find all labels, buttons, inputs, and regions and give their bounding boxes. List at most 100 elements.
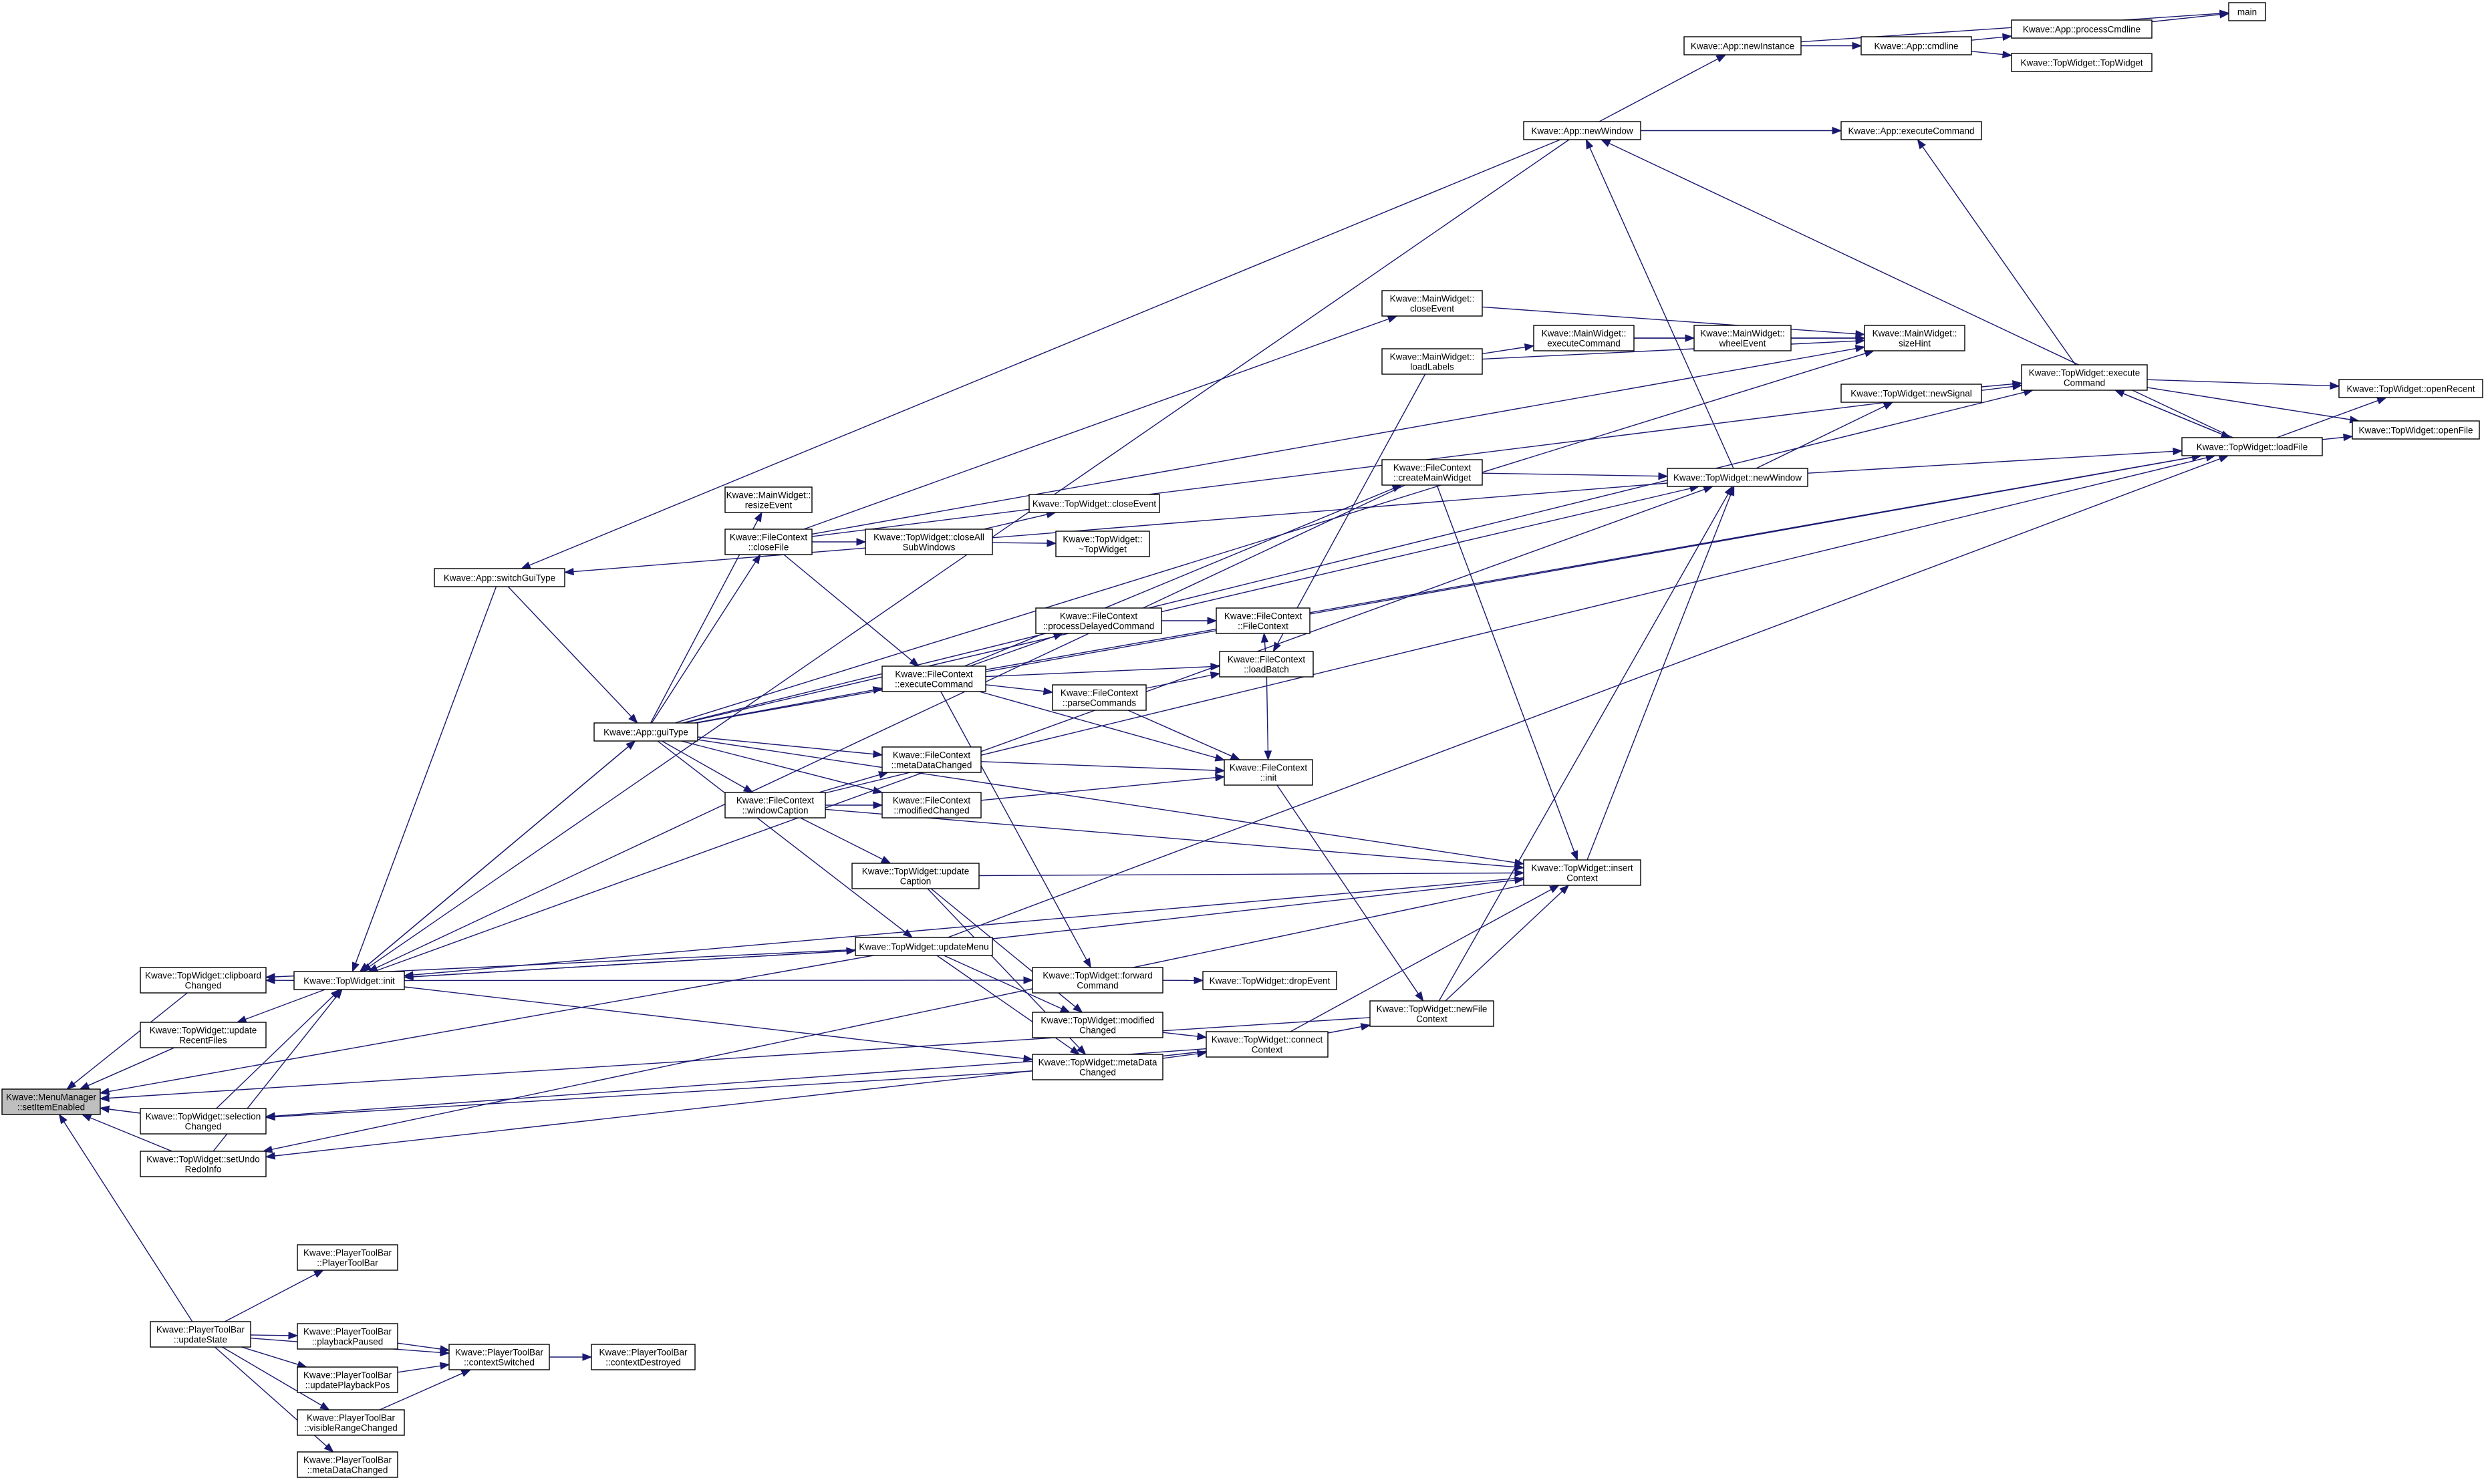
- node-fc-ctor[interactable]: Kwave::FileContext::FileContext: [1216, 607, 1310, 634]
- node-label: ::modifiedChanged: [893, 806, 969, 816]
- node-app-executeCommand[interactable]: Kwave::App::executeCommand: [1840, 121, 1982, 140]
- node-fc-closeFile[interactable]: Kwave::FileContext::closeFile: [724, 529, 813, 555]
- node-fc-modifiedChanged[interactable]: Kwave::FileContext::modifiedChanged: [881, 792, 982, 819]
- node-fc-processDelayedCommand[interactable]: Kwave::FileContext::processDelayedComman…: [1035, 607, 1162, 634]
- node-app-newWindow[interactable]: Kwave::App::newWindow: [1523, 121, 1641, 140]
- node-fc-init[interactable]: Kwave::FileContext::init: [1224, 759, 1313, 786]
- node-ptb-metaDataChanged[interactable]: Kwave::PlayerToolBar::metaDataChanged: [297, 1451, 398, 1478]
- node-tw-dropEvent[interactable]: Kwave::TopWidget::dropEvent: [1202, 971, 1337, 990]
- edge-tw_metaDataChanged-to-tw_connectContext: [1162, 1050, 1208, 1059]
- node-mw-executeCommand[interactable]: Kwave::MainWidget::executeCommand: [1533, 325, 1635, 351]
- node-tw-metaDataChanged[interactable]: Kwave::TopWidget::metaDataChanged: [1032, 1054, 1163, 1080]
- node-box: [855, 937, 993, 956]
- node-box: [1667, 468, 1808, 487]
- node-fc-metaDataChanged[interactable]: Kwave::FileContext::metaDataChanged: [881, 746, 982, 773]
- edge-updateRecentFiles-to-setItemEnabled: [79, 1047, 175, 1090]
- node-mw-loadLabels[interactable]: Kwave::MainWidget::loadLabels: [1381, 348, 1483, 375]
- node-fc-windowCaption[interactable]: Kwave::FileContext::windowCaption: [724, 792, 826, 819]
- edge-fc_executeCommand-to-fc_parseCommands: [985, 684, 1054, 696]
- node-main[interactable]: main: [2228, 2, 2266, 21]
- node-ptb-ctor[interactable]: Kwave::PlayerToolBar::PlayerToolBar: [297, 1244, 398, 1271]
- node-ptb-updatePlaybackPos[interactable]: Kwave::PlayerToolBar::updatePlaybackPos: [297, 1366, 398, 1393]
- node-tw-closeEvent[interactable]: Kwave::TopWidget::closeEvent: [1028, 494, 1160, 513]
- node-label: SubWindows: [903, 543, 956, 553]
- node-fc-parseCommands[interactable]: Kwave::FileContext::parseCommands: [1052, 684, 1147, 711]
- node-tw-ctor[interactable]: Kwave::TopWidget::TopWidget: [2011, 53, 2153, 72]
- node-tw-newWindow[interactable]: Kwave::TopWidget::newWindow: [1667, 468, 1808, 487]
- node-fc-loadBatch[interactable]: Kwave::FileContext::loadBatch: [1219, 651, 1314, 678]
- edge-switchGuiType-to-guiType: [507, 586, 638, 724]
- node-mw-wheelEvent[interactable]: Kwave::MainWidget::wheelEvent: [1693, 325, 1792, 351]
- node-setItemEnabled[interactable]: Kwave::MenuManager::setItemEnabled: [1, 1088, 101, 1115]
- edge-app_processCmdline-to-main: [2151, 11, 2230, 23]
- node-box: [140, 967, 267, 994]
- node-label: Kwave::TopWidget::update: [150, 1026, 257, 1036]
- node-ptb-visibleRangeChanged[interactable]: Kwave::PlayerToolBar::visibleRangeChange…: [297, 1409, 405, 1436]
- node-tw-updateMenu[interactable]: Kwave::TopWidget::updateMenu: [855, 937, 993, 956]
- edge-tw_newWindow-to-tw_newSignal: [1756, 402, 1894, 469]
- node-tw-newSignal[interactable]: Kwave::TopWidget::newSignal: [1840, 384, 1982, 403]
- node-label: Changed: [185, 1122, 222, 1132]
- node-label: Kwave::TopWidget::loadFile: [2197, 442, 2308, 452]
- node-mw-sizeHint[interactable]: Kwave::MainWidget::sizeHint: [1864, 325, 1965, 351]
- node-mw-closeEvent[interactable]: Kwave::MainWidget::closeEvent: [1381, 290, 1483, 317]
- node-tw-openFile[interactable]: Kwave::TopWidget::openFile: [2352, 420, 2480, 440]
- edge-tw_init-to-updateRecentFiles: [236, 989, 325, 1023]
- edge-fc_windowCaption-to-fc_modifiedChanged: [825, 801, 883, 809]
- node-label: RecentFiles: [179, 1036, 227, 1046]
- node-label: Kwave::FileContext: [1393, 463, 1472, 473]
- node-tw-openRecent[interactable]: Kwave::TopWidget::openRecent: [2338, 379, 2483, 398]
- node-label: ::visibleRangeChanged: [304, 1423, 398, 1433]
- node-app-processCmdline[interactable]: Kwave::App::processCmdline: [2011, 19, 2153, 39]
- node-label: ::closeFile: [748, 543, 789, 553]
- node-tw-dtor[interactable]: Kwave::TopWidget::~TopWidget: [1055, 531, 1150, 557]
- node-ptb-playbackPaused[interactable]: Kwave::PlayerToolBar::playbackPaused: [297, 1323, 398, 1350]
- node-app-cmdline[interactable]: Kwave::App::cmdline: [1860, 36, 1972, 55]
- node-label: ::playbackPaused: [312, 1337, 384, 1347]
- node-box: [1219, 651, 1314, 678]
- edge-fc_executeCommand-to-fc_loadBatch: [985, 662, 1221, 678]
- edge-mw_loadLabels-to-mw_executeCommand: [1482, 343, 1535, 355]
- node-tw-executeCommand[interactable]: Kwave::TopWidget::executeCommand: [2021, 364, 2148, 391]
- node-ptb-contextDestroyed[interactable]: Kwave::PlayerToolBar::contextDestroyed: [591, 1344, 696, 1370]
- node-label: Kwave::FileContext: [895, 670, 973, 680]
- edge-tw_connectContext-to-tw_insertContext: [1290, 885, 1560, 1032]
- edge-tw_updateMenu-to-setItemEnabled: [99, 955, 873, 1096]
- edge-tw_forwardCommand-to-tw_dropEvent: [1162, 976, 1204, 985]
- edge-tw_newWindow-to-switchGuiType: [563, 482, 1668, 576]
- node-box: [1, 1088, 101, 1115]
- edge-ptb_playbackPaused-to-ptb_contextSwitched: [397, 1342, 450, 1353]
- node-fc-createMainWidget[interactable]: Kwave::FileContext::createMainWidget: [1381, 459, 1483, 486]
- node-label: Kwave::TopWidget::openFile: [2358, 426, 2473, 436]
- edge-tw_init-to-tw_newWindow: [374, 486, 1714, 972]
- node-box: [1028, 494, 1160, 513]
- node-tw-init[interactable]: Kwave::TopWidget::init: [293, 971, 405, 990]
- node-label: ::updatePlaybackPos: [305, 1380, 390, 1390]
- node-label: Kwave::App::switchGuiType: [444, 573, 555, 583]
- node-guiType[interactable]: Kwave::App::guiType: [593, 722, 698, 742]
- node-fc-executeCommand[interactable]: Kwave::FileContext::executeCommand: [881, 665, 986, 692]
- node-mw-resizeEvent[interactable]: Kwave::MainWidget::resizeEvent: [724, 486, 813, 513]
- node-tw-modifiedChanged[interactable]: Kwave::TopWidget::modifiedChanged: [1032, 1012, 1163, 1038]
- node-ptb-updateState[interactable]: Kwave::PlayerToolBar::updateState: [150, 1321, 251, 1348]
- node-label: Kwave::FileContext: [1061, 688, 1139, 698]
- node-app-newInstance[interactable]: Kwave::App::newInstance: [1683, 36, 1802, 55]
- edge-fc_windowCaption-to-tw_updateCaption: [800, 817, 891, 864]
- node-tw-loadFile[interactable]: Kwave::TopWidget::loadFile: [2181, 437, 2323, 456]
- node-label: Kwave::MainWidget::: [1873, 329, 1957, 339]
- node-label: Kwave::TopWidget::newFile: [1377, 1004, 1488, 1014]
- node-switchGuiType[interactable]: Kwave::App::switchGuiType: [434, 568, 565, 587]
- edge-fc_createMainWidget-to-tw_newWindow: [1482, 472, 1669, 480]
- edge-fc_loadBatch-to-fc_init: [1264, 676, 1272, 761]
- node-ptb-contextSwitched[interactable]: Kwave::PlayerToolBar::contextSwitched: [448, 1344, 550, 1370]
